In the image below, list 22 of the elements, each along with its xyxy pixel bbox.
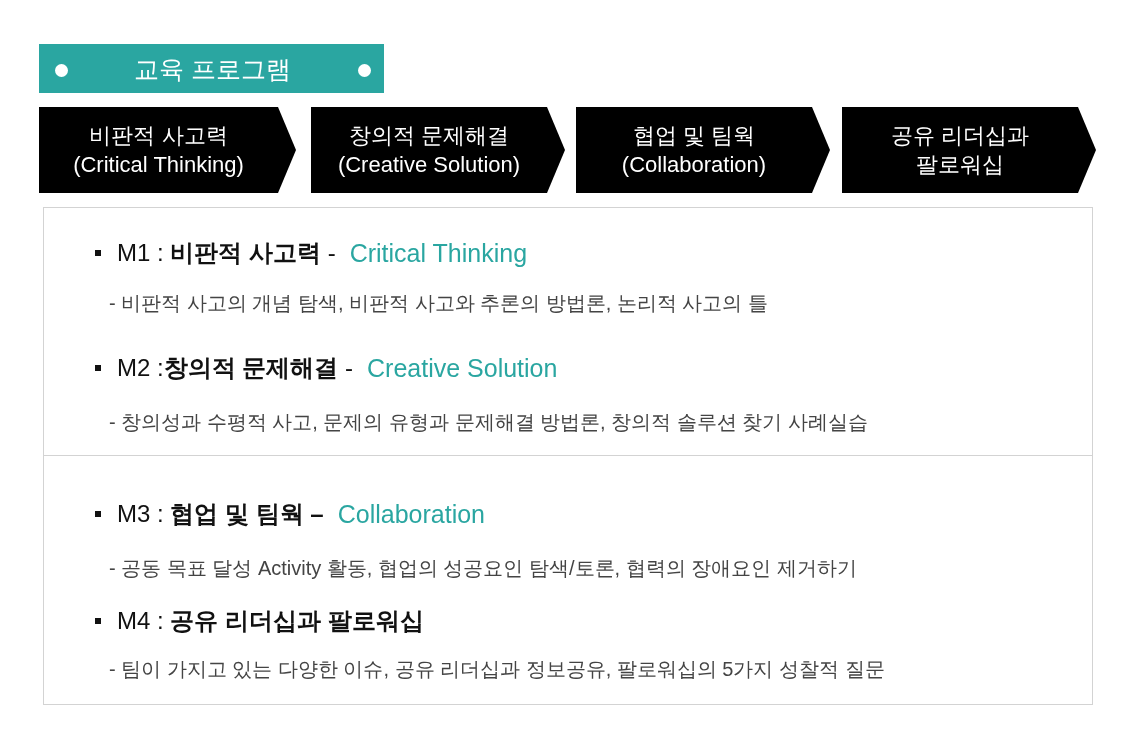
step-label: 창의적 문제해결 (Creative Solution) <box>337 122 521 179</box>
module-heading: M4 : 공유 리더십과 팔로워십 <box>117 606 424 636</box>
module-description: - 공동 목표 달성 Activity 활동, 협업의 성공요인 탐색/토론, 협력의 장애요인 제거하기 <box>109 556 857 581</box>
process-step <box>842 107 1096 193</box>
process-step <box>576 107 830 193</box>
module-subtitle: Collaboration <box>337 499 486 530</box>
module-panel <box>43 207 1093 456</box>
module-heading: M2 :창의적 문제해결 - <box>117 353 354 383</box>
process-step <box>311 107 565 193</box>
process-step <box>39 107 296 193</box>
module-subtitle: Critical Thinking <box>349 238 528 269</box>
module-description: - 창의성과 수평적 사고, 문제의 유형과 문제해결 방법론, 창의적 솔루션 찾기 사례실습 <box>109 410 868 435</box>
module-description: - 비판적 사고의 개념 탐색, 비판적 사고와 추론의 방법론, 논리적 사고의 틀 <box>109 291 768 316</box>
module-heading: M1 : 비판적 사고력 - <box>117 238 336 268</box>
step-label: 협업 및 팀웍 (Collaboration) <box>621 122 767 179</box>
step-label: 비판적 사고력 (Critical Thinking) <box>72 122 245 179</box>
module-description: - 팀이 가지고 있는 다양한 이슈, 공유 리더십과 정보공유, 팔로워십의 5가지 성찰적 질문 <box>109 657 885 682</box>
step-label: 공유 리더십과 팔로워십 <box>890 122 1030 179</box>
module-panel <box>43 455 1093 705</box>
title-text: 교육 프로그램 <box>134 54 291 85</box>
module-heading: M3 : 협업 및 팀웍 – <box>117 499 324 529</box>
module-subtitle: Creative Solution <box>367 353 558 384</box>
